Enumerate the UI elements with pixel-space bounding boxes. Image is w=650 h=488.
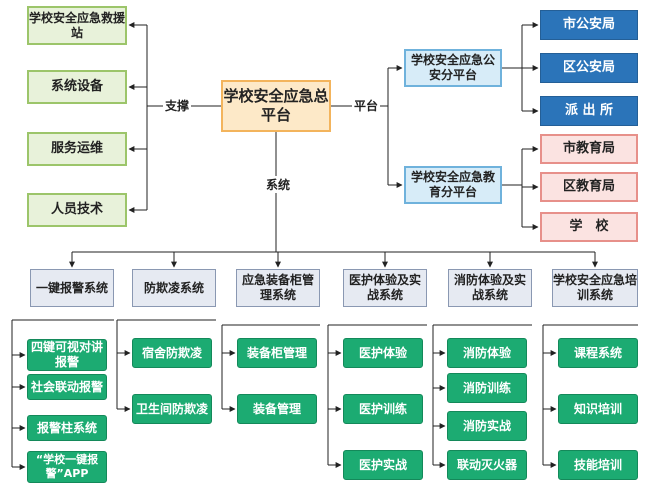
leaf-knowledge-training: 知识培训 bbox=[558, 394, 638, 424]
district-education-bureau: 区教育局 bbox=[540, 172, 638, 202]
leaf-medical-experience: 医护体验 bbox=[343, 338, 423, 368]
leaf-social-linkage-alarm: 社会联动报警 bbox=[27, 374, 107, 400]
leaf-restroom-anti-bullying: 卫生间防欺凌 bbox=[132, 394, 212, 424]
city-education-bureau: 市教育局 bbox=[540, 134, 638, 164]
platform-label: 平台 bbox=[352, 97, 381, 114]
leaf-fire-experience: 消防体验 bbox=[447, 338, 527, 368]
center-platform: 学校安全应急总平台 bbox=[221, 80, 331, 132]
city-police-bureau: 市公安局 bbox=[540, 10, 638, 40]
education-sub-platform: 学校安全应急教育分平台 bbox=[404, 166, 502, 204]
leaf-course-system: 课程系统 bbox=[558, 338, 638, 368]
leaf-four-key-video-intercom: 四键可视对讲报警 bbox=[27, 339, 107, 371]
police-station: 派 出 所 bbox=[540, 96, 638, 126]
leaf-alarm-app: “学校一键报警”APP bbox=[27, 451, 107, 483]
system-one-key-alarm: 一键报警系统 bbox=[30, 269, 114, 307]
support-item-rescue-station: 学校安全应急救援站 bbox=[27, 6, 127, 45]
system-safety-education: 学校安全应急培训系统 bbox=[552, 269, 638, 307]
police-sub-platform: 学校安全应急公安分平台 bbox=[404, 49, 502, 87]
leaf-cabinet-management: 装备柜管理 bbox=[237, 338, 317, 368]
system-anti-bullying: 防欺凌系统 bbox=[132, 269, 216, 307]
leaf-dorm-anti-bullying: 宿舍防欺凌 bbox=[132, 338, 212, 368]
leaf-alarm-pillar: 报警柱系统 bbox=[27, 415, 107, 441]
system-fire-training: 消防体验及实战系统 bbox=[448, 269, 532, 307]
leaf-medical-training: 医护训练 bbox=[343, 394, 423, 424]
support-item-service-operation: 服务运维 bbox=[27, 132, 127, 166]
support-item-system-equipment: 系统设备 bbox=[27, 70, 127, 104]
leaf-equipment-management: 装备管理 bbox=[237, 394, 317, 424]
district-police-bureau: 区公安局 bbox=[540, 53, 638, 83]
system-label: 系统 bbox=[264, 176, 293, 193]
school: 学 校 bbox=[540, 212, 638, 242]
leaf-fire-training: 消防训练 bbox=[447, 373, 527, 403]
leaf-medical-practice: 医护实战 bbox=[343, 450, 423, 480]
leaf-linked-extinguisher: 联动灭火器 bbox=[447, 450, 527, 480]
system-medical-training: 医护体验及实战系统 bbox=[343, 269, 427, 307]
leaf-skill-training: 技能培训 bbox=[558, 450, 638, 480]
system-emergency-equipment: 应急装备柜管理系统 bbox=[236, 269, 320, 307]
support-item-personnel-technology: 人员技术 bbox=[27, 193, 127, 227]
leaf-fire-practice: 消防实战 bbox=[447, 411, 527, 441]
support-label: 支撑 bbox=[163, 97, 192, 114]
